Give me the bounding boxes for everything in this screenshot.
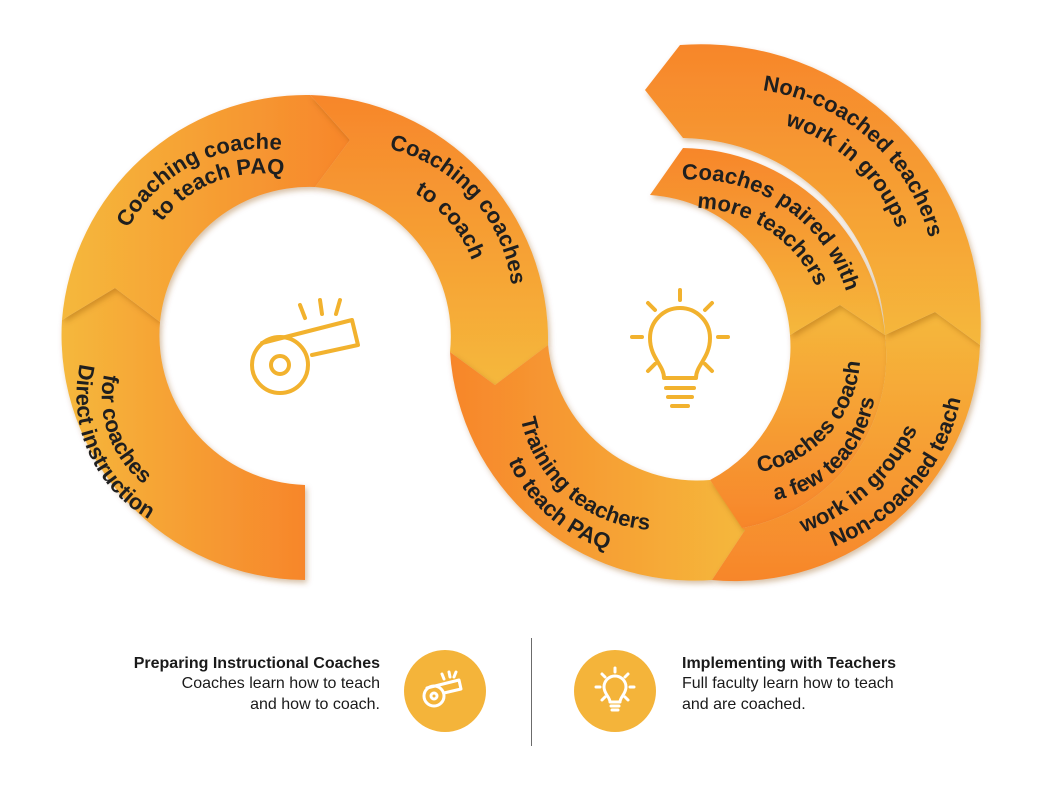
legend-left-title: Preparing Instructional Coaches bbox=[133, 655, 380, 672]
segment-coaches-paired bbox=[650, 148, 885, 335]
segment-coaches-coach-few bbox=[710, 305, 887, 528]
lightbulb-badge bbox=[574, 650, 656, 732]
whistle-badge bbox=[404, 650, 486, 732]
segment-direct-instruction bbox=[61, 288, 305, 580]
legend-left-desc-1: Coaches learn how to teach bbox=[181, 675, 380, 692]
segment-training-teachers bbox=[450, 345, 745, 581]
lightbulb-icon bbox=[630, 288, 730, 408]
infinity-process-diagram: Direct instruction for coaches Coaching … bbox=[0, 0, 981, 582]
legend-divider bbox=[531, 638, 532, 746]
legend-right-desc-2: and are coached. bbox=[682, 696, 806, 713]
segment-noncoached-outer bbox=[712, 312, 980, 582]
legend-left-desc-2: and how to coach. bbox=[250, 696, 380, 713]
lightbulb-icon bbox=[594, 666, 636, 712]
legend-implementing-teachers: Implementing with Teachers Full faculty … bbox=[560, 640, 1020, 750]
legend-right-title: Implementing with Teachers bbox=[682, 655, 896, 672]
whistle-icon bbox=[422, 670, 463, 708]
legend-right-desc-1: Full faculty learn how to teach bbox=[682, 675, 894, 692]
legend-preparing-coaches: Preparing Instructional Coaches Coaches … bbox=[0, 640, 500, 750]
whistle-icon bbox=[250, 298, 360, 395]
segment-coaching-coaches-paq bbox=[62, 94, 350, 322]
segment-coaching-coaches-coach bbox=[310, 95, 549, 385]
segment-noncoached-inner bbox=[645, 44, 981, 345]
